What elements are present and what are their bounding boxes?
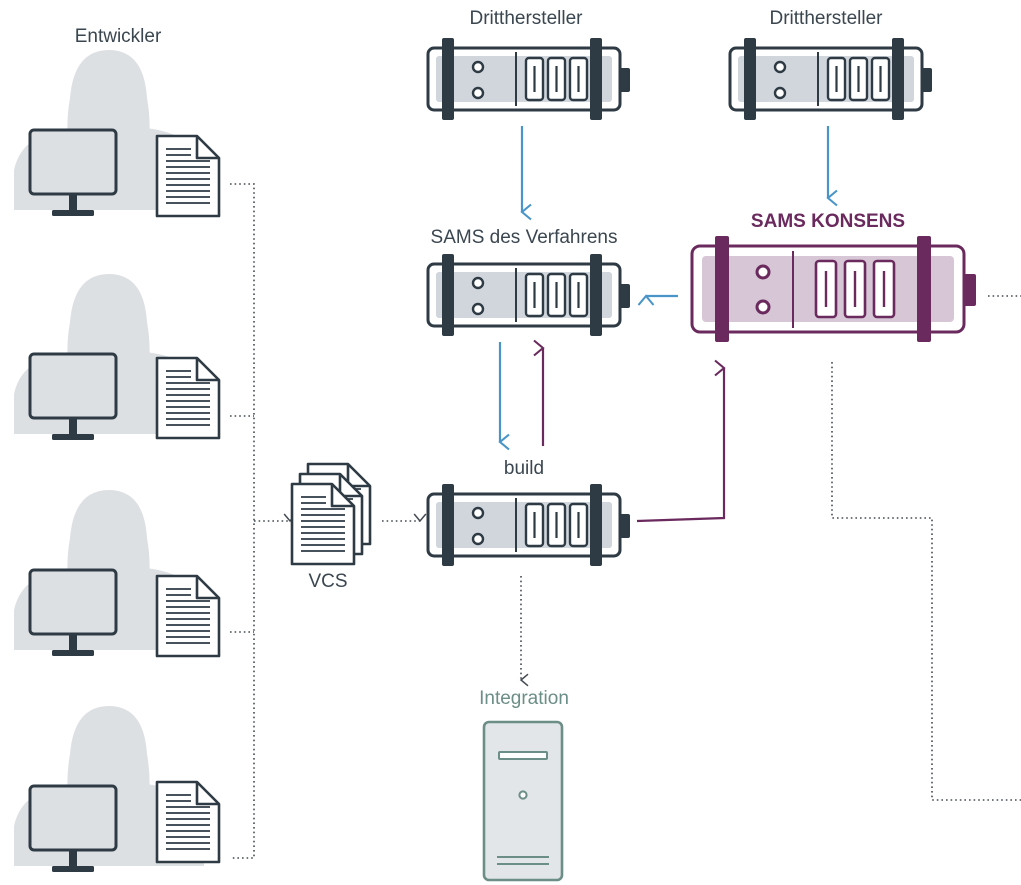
build-to-konsens-arrow (636, 359, 726, 523)
third-party-1-label: Dritthersteller (470, 8, 584, 29)
third-party-2-server (728, 36, 934, 122)
build-label: build (504, 458, 544, 479)
third-party-2-label: Dritthersteller (770, 8, 884, 29)
third-party-1-server (426, 36, 632, 122)
konsens-outgoing-connector (831, 362, 1021, 801)
integration-label: Integration (479, 688, 569, 709)
developers-label: Entwickler (75, 26, 162, 47)
sams-procedure-server (426, 252, 632, 338)
tower-server-icon (482, 720, 564, 882)
document-icon (155, 780, 221, 864)
build-server (426, 482, 632, 568)
document-stack-icon (290, 462, 372, 566)
document-icon (155, 574, 221, 658)
sams-procedure-label: SAMS des Verfahrens (431, 227, 618, 248)
document-icon (155, 356, 221, 440)
sams-konsens-label: SAMS KONSENS (751, 211, 905, 232)
developer-connector (230, 183, 255, 859)
document-icon (155, 134, 221, 218)
vcs-label: VCS (308, 571, 347, 592)
sams-konsens-server (690, 234, 978, 344)
